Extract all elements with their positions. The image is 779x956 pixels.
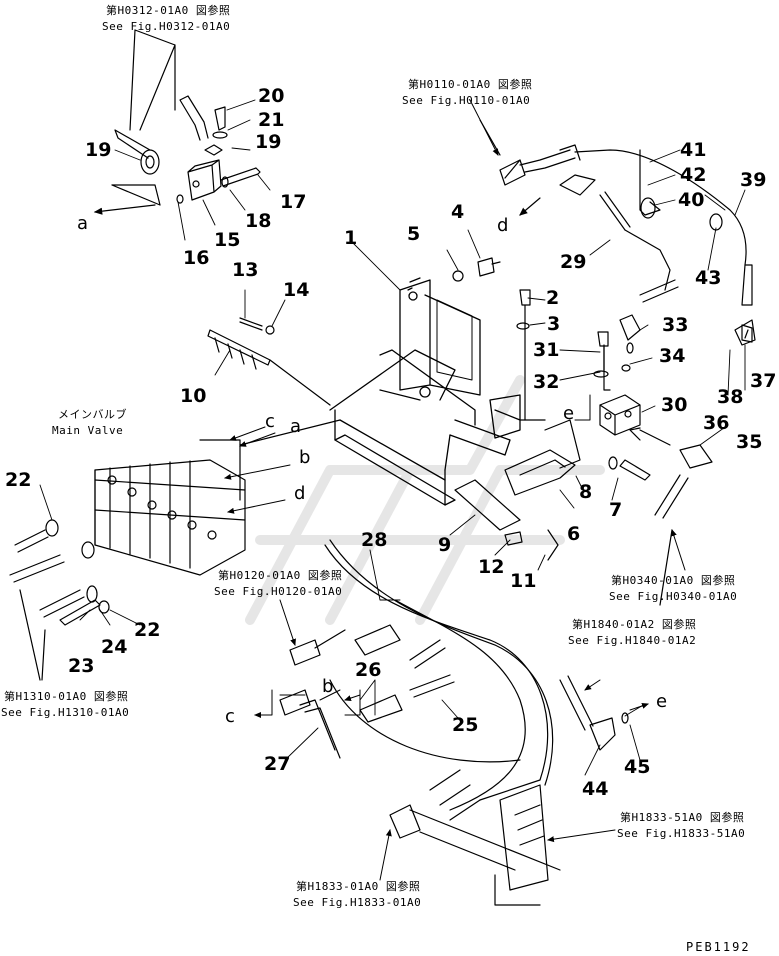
main-valve-label-en: Main Valve <box>52 424 124 437</box>
elbow-fitting <box>559 675 629 751</box>
part-number: 22 <box>5 469 32 491</box>
part-number: 39 <box>740 169 767 191</box>
part-number: 22 <box>134 619 161 641</box>
part-number: 1 <box>344 227 358 249</box>
upper-hose-assembly <box>479 119 753 354</box>
connection-letter: d <box>497 215 509 236</box>
connection-letter: b <box>322 676 334 697</box>
ref-h0110-en: See Fig.H0110-01A0 <box>402 94 531 107</box>
ref-h1833-01-ja: 第H1833-01A0 図参照 <box>296 880 421 893</box>
part-number: 19 <box>85 139 112 161</box>
part-number: 44 <box>582 778 609 800</box>
part-number: 9 <box>438 534 452 556</box>
part-number: 43 <box>695 267 722 289</box>
connection-letter: c <box>265 411 275 432</box>
bracket-frame <box>329 277 546 506</box>
valve-hoses <box>9 519 110 681</box>
pilot-valve-block-assembly <box>93 29 261 215</box>
part-number: 42 <box>680 164 707 186</box>
drawing-code: PEB1192 <box>686 940 751 954</box>
part-number: 33 <box>662 314 689 336</box>
ref-h0120-en: See Fig.H0120-01A0 <box>214 585 343 598</box>
leader-lines <box>39 99 746 776</box>
main-valve-body <box>94 419 341 576</box>
part-number: 19 <box>255 131 282 153</box>
right-fittings <box>654 319 756 606</box>
part-number: 17 <box>280 191 307 213</box>
connection-letter: d <box>294 483 306 504</box>
part-number: 13 <box>232 259 259 281</box>
part-number: 2 <box>546 287 560 309</box>
part-number: 7 <box>609 499 623 521</box>
part-number: 14 <box>283 279 310 301</box>
part-number: 10 <box>180 385 207 407</box>
bolts-washers <box>452 257 641 561</box>
ref-h0340-ja: 第H0340-01A0 図参照 <box>611 574 736 587</box>
part-number: 36 <box>703 412 730 434</box>
part-number: 15 <box>214 229 241 251</box>
part-number: 45 <box>624 756 651 778</box>
part-number: 3 <box>547 313 561 335</box>
part-number: 24 <box>101 636 128 658</box>
junction-block <box>599 394 671 446</box>
part-number: 8 <box>579 481 593 503</box>
ref-h1840-en: See Fig.H1840-01A2 <box>568 634 697 647</box>
ref-h1310-en: See Fig.H1310-01A0 <box>1 706 130 719</box>
connection-letter: b <box>299 447 311 468</box>
part-number: 40 <box>678 189 705 211</box>
lower-right-brackets <box>454 419 651 546</box>
connection-letter: e <box>656 691 668 712</box>
part-number: 32 <box>533 371 560 393</box>
ref-h1833-01-en: See Fig.H1833-01A0 <box>293 896 422 909</box>
part-number: 37 <box>750 370 777 392</box>
part-number: 35 <box>736 431 763 453</box>
connection-letter: e <box>563 403 575 424</box>
part-number: 29 <box>560 251 587 273</box>
ref-h0312-ja: 第H0312-01A0 図参照 <box>106 4 231 17</box>
part-number: 31 <box>533 339 560 361</box>
part-number: 4 <box>451 201 465 223</box>
part-number: 27 <box>264 753 291 775</box>
connection-letter: a <box>290 416 302 437</box>
part-number: 34 <box>659 345 686 367</box>
ref-h1833-51-en: See Fig.H1833-51A0 <box>617 827 746 840</box>
terminal-strip <box>207 317 331 406</box>
ref-h0120-ja: 第H0120-01A0 図参照 <box>218 569 343 582</box>
connection-arrows <box>224 99 686 881</box>
part-number: 11 <box>510 570 537 592</box>
part-number: 16 <box>183 247 210 269</box>
ref-h0110-ja: 第H0110-01A0 図参照 <box>408 78 533 91</box>
part-number: 18 <box>245 210 272 232</box>
part-number: 30 <box>661 394 688 416</box>
ref-h1310-ja: 第H1310-01A0 図参照 <box>4 690 129 703</box>
connection-letter: a <box>77 213 89 234</box>
part-number: 20 <box>258 85 285 107</box>
ref-h1840-ja: 第H1840-01A2 図参照 <box>572 618 697 631</box>
part-number: 26 <box>355 659 382 681</box>
part-number: 5 <box>407 223 421 245</box>
part-number: 28 <box>361 529 388 551</box>
connection-letter: c <box>225 706 235 727</box>
part-number: 41 <box>680 139 707 161</box>
main-valve-label-ja: メインバルブ <box>58 408 127 421</box>
part-number: 6 <box>567 523 581 545</box>
lower-hose-assembly <box>279 539 561 906</box>
part-number: 12 <box>478 556 505 578</box>
part-number: 23 <box>68 655 95 677</box>
part-number: 38 <box>717 386 744 408</box>
ref-h0340-en: See Fig.H0340-01A0 <box>609 590 738 603</box>
part-number: 25 <box>452 714 479 736</box>
part-number: 21 <box>258 109 285 131</box>
ref-h1833-51-ja: 第H1833-51A0 図参照 <box>620 811 745 824</box>
ref-h0312-en: See Fig.H0312-01A0 <box>102 20 231 33</box>
